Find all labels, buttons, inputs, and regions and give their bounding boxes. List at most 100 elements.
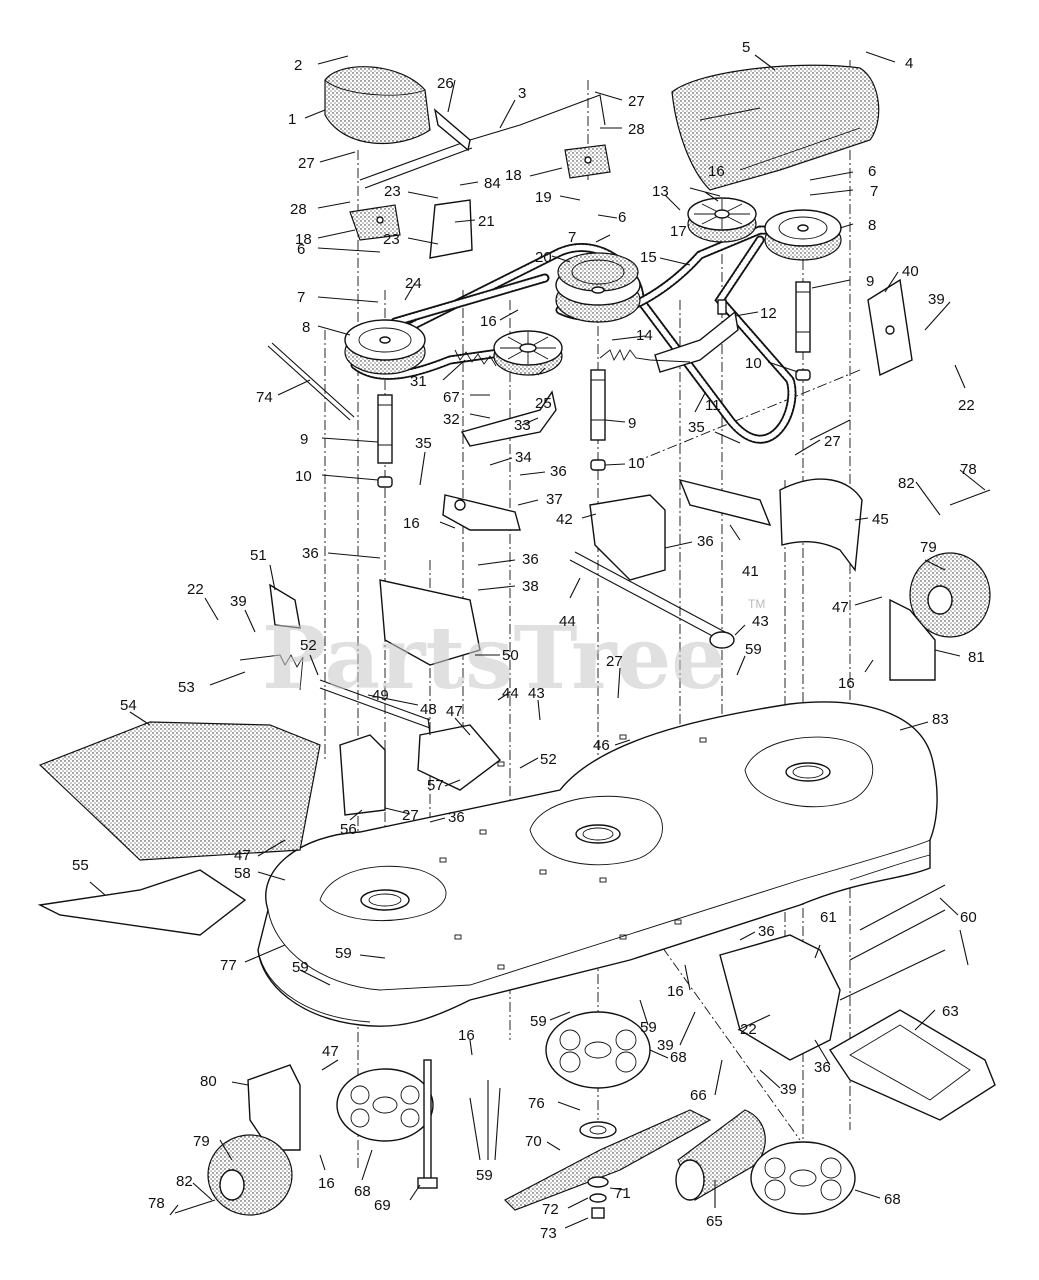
blade-70 <box>503 1109 712 1211</box>
callout-16: 16 <box>480 313 497 330</box>
callout-68: 68 <box>354 1183 371 1200</box>
callout-23: 23 <box>383 231 400 248</box>
bracket-63 <box>829 1009 996 1121</box>
callout-1: 1 <box>288 111 296 128</box>
mower-deck-housing <box>257 701 938 1027</box>
callout-27: 27 <box>824 433 841 450</box>
callout-59: 59 <box>530 1013 547 1030</box>
watermark-trademark: TM <box>748 597 765 611</box>
idler-pulley-spoked <box>493 330 563 376</box>
callout-7: 7 <box>870 183 878 200</box>
wheel-bracket-80 <box>247 1064 301 1151</box>
callout-42: 42 <box>556 511 573 528</box>
callout-6: 6 <box>297 241 305 258</box>
callout-56: 56 <box>340 821 357 838</box>
callout-16: 16 <box>458 1027 475 1044</box>
callout-7: 7 <box>568 229 576 246</box>
callout-40: 40 <box>902 263 919 280</box>
callout-50: 50 <box>502 647 519 664</box>
callout-37: 37 <box>546 491 563 508</box>
callout-18: 18 <box>295 231 312 248</box>
callout-23: 23 <box>384 183 401 200</box>
callout-44: 44 <box>502 685 519 702</box>
rods-60 <box>839 884 946 1001</box>
callout-33: 33 <box>514 417 531 434</box>
callout-59: 59 <box>640 1019 657 1036</box>
callout-79: 79 <box>920 539 937 556</box>
callout-57: 57 <box>427 777 444 794</box>
blade-hub-68-center <box>545 1011 651 1089</box>
rod-44 <box>569 551 735 649</box>
callout-43: 43 <box>752 613 769 630</box>
callout-59: 59 <box>335 945 352 962</box>
callout-74: 74 <box>256 389 273 406</box>
callout-80: 80 <box>200 1073 217 1090</box>
gauge-wheel-left-79 <box>207 1134 293 1216</box>
drawing <box>37 60 996 1219</box>
discharge-chute-54 <box>38 721 321 861</box>
callout-16: 16 <box>708 163 725 180</box>
callout-67: 67 <box>443 389 460 406</box>
callout-44: 44 <box>559 613 576 630</box>
callout-36: 36 <box>448 809 465 826</box>
callout-36: 36 <box>697 533 714 550</box>
callout-22: 22 <box>187 581 204 598</box>
spring-53 <box>239 654 304 691</box>
callout-47: 47 <box>322 1043 339 1060</box>
bracket-56 <box>339 734 386 816</box>
callout-38: 38 <box>522 578 539 595</box>
arm-41 <box>678 478 772 527</box>
callout-14: 14 <box>636 327 653 344</box>
callout-5: 5 <box>742 39 750 56</box>
callout-59: 59 <box>476 1167 493 1184</box>
watermark: PartsTree TM <box>262 597 765 709</box>
callout-10: 10 <box>295 468 312 485</box>
callout-73: 73 <box>540 1225 557 1242</box>
callout-39: 39 <box>657 1037 674 1054</box>
bracket-26 <box>433 108 471 152</box>
callout-52: 52 <box>300 637 317 654</box>
callout-63: 63 <box>942 1003 959 1020</box>
callout-59: 59 <box>745 641 762 658</box>
left-spindle-pulley <box>344 319 426 375</box>
callout-70: 70 <box>525 1133 542 1150</box>
callout-32: 32 <box>443 411 460 428</box>
callout-28: 28 <box>290 201 307 218</box>
callout-36: 36 <box>302 545 319 562</box>
callout-16: 16 <box>667 983 684 1000</box>
callout-81: 81 <box>968 649 985 666</box>
callout-10: 10 <box>628 455 645 472</box>
callout-11: 11 <box>705 397 721 414</box>
callout-76: 76 <box>528 1095 545 1112</box>
watermark-text: PartsTree <box>262 608 726 709</box>
callout-35: 35 <box>415 435 432 452</box>
callout-52: 52 <box>540 751 557 768</box>
chute-deflector-55 <box>37 869 247 936</box>
drive-belts <box>350 225 835 444</box>
bracket-12 <box>654 299 739 373</box>
wheel-bracket-81 <box>889 598 936 681</box>
callout-34: 34 <box>515 449 532 466</box>
callout-66: 66 <box>690 1087 707 1104</box>
callout-82: 82 <box>898 475 915 492</box>
callout-6: 6 <box>868 163 876 180</box>
callout-27: 27 <box>298 155 315 172</box>
callout-84: 84 <box>484 175 501 192</box>
callout-79: 79 <box>193 1133 210 1150</box>
callout-36: 36 <box>550 463 567 480</box>
spring-31 <box>454 349 497 367</box>
callout-36: 36 <box>758 923 775 940</box>
callout-65: 65 <box>706 1213 723 1230</box>
callout-2: 2 <box>294 57 302 74</box>
callout-43: 43 <box>528 685 545 702</box>
bracket-61 <box>719 934 841 1061</box>
right-belt-cover <box>671 64 880 191</box>
callout-68: 68 <box>670 1049 687 1066</box>
bracket-18-right <box>564 144 611 179</box>
spindle-shafts <box>377 281 811 488</box>
callout-labels: 2 1 3 4 5 26 27 28 27 18 23 84 28 21 19 … <box>72 39 985 1242</box>
callout-22: 22 <box>740 1021 757 1038</box>
callout-36: 36 <box>522 551 539 568</box>
callout-51: 51 <box>250 547 267 564</box>
